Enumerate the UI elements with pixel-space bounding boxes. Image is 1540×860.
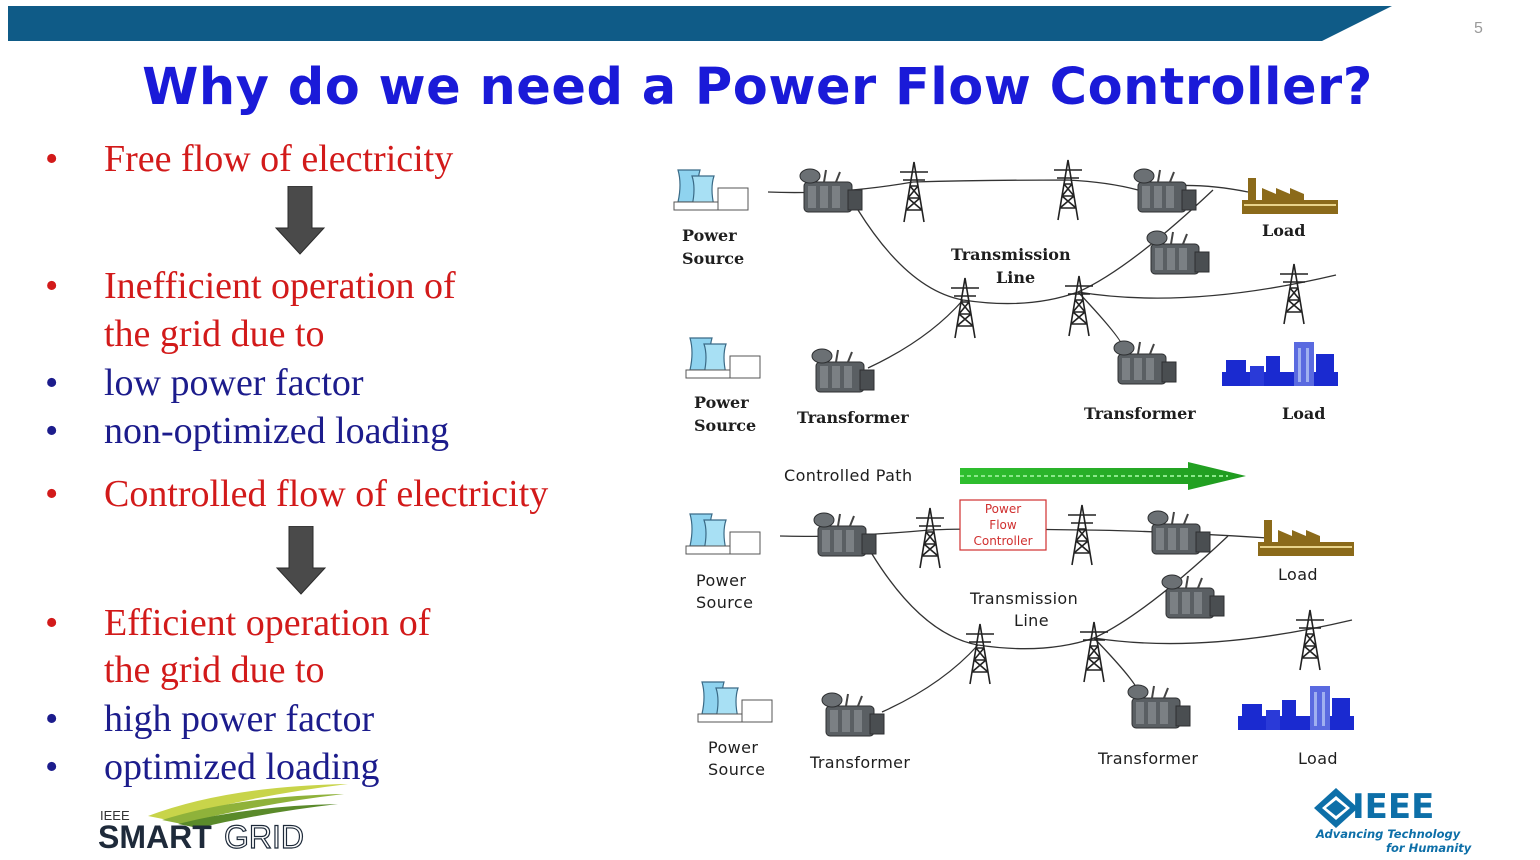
transformer-icon	[1146, 230, 1210, 275]
transmission-tower-icon	[1053, 159, 1083, 221]
transformer-icon	[1127, 684, 1191, 729]
transformer-icon	[1133, 168, 1197, 213]
svg-text:IEEE: IEEE	[1352, 787, 1434, 827]
power-plant-icon	[685, 337, 761, 379]
transmission-tower-icon	[915, 507, 945, 569]
label-transformer: Transformer	[1097, 749, 1198, 768]
label-line: Line	[1014, 611, 1049, 630]
transformer-icon	[811, 348, 875, 393]
slide-title: Why do we need a Power Flow Controller?	[142, 58, 1373, 117]
transmission-tower-icon	[1295, 609, 1325, 671]
transformer-icon	[1147, 510, 1211, 555]
ieee-smartgrid-logo: IEEE SMART GRID	[98, 784, 348, 854]
transmission-tower-icon	[1067, 504, 1097, 566]
label-line: Line	[996, 268, 1035, 287]
transformer-icon	[813, 512, 877, 557]
power-flow-controller-box	[959, 499, 1047, 551]
city-load-icon	[1222, 342, 1338, 386]
city-load-icon	[1238, 686, 1354, 730]
label-transformer: Transformer	[797, 408, 909, 427]
transformer-icon	[821, 692, 885, 737]
transformer-icon	[799, 168, 863, 213]
label-power-source: Power	[682, 226, 737, 245]
label-load: Load	[1262, 221, 1305, 240]
label-power-source: Source	[682, 249, 744, 268]
bullet-efficient-continuation: the grid due to	[104, 649, 325, 691]
power-grid-diagram: Power Source Transmission Line Load Powe…	[673, 159, 1354, 779]
label-load: Load	[1278, 565, 1318, 584]
svg-text:Advancing Technology: Advancing Technology	[1315, 827, 1461, 841]
svg-text:IEEE: IEEE	[100, 808, 130, 823]
transmission-tower-icon	[1279, 263, 1309, 325]
slide-number: 5	[1474, 20, 1483, 37]
label-controlled-path: Controlled Path	[784, 466, 913, 485]
factory-load-icon	[1258, 520, 1354, 556]
label-power-source: Source	[694, 416, 756, 435]
svg-text:for Humanity: for Humanity	[1386, 841, 1472, 855]
power-plant-icon	[685, 513, 761, 555]
label-power-source: Power	[696, 571, 746, 590]
factory-load-icon	[1242, 178, 1338, 214]
transmission-tower-icon	[1064, 275, 1094, 337]
svg-text:SMART: SMART	[98, 819, 212, 854]
label-transmission: Transmission	[951, 245, 1071, 264]
label-power-source: Source	[708, 760, 765, 779]
label-power-source: Power	[694, 393, 749, 412]
pfc-label: Flow	[989, 518, 1017, 532]
label-load: Load	[1298, 749, 1338, 768]
pfc-label: Power	[985, 502, 1021, 516]
label-transmission: Transmission	[969, 589, 1078, 608]
label-power-source: Power	[708, 738, 758, 757]
transmission-tower-icon	[899, 161, 929, 223]
transformer-icon	[1161, 574, 1225, 619]
top-banner	[8, 6, 1392, 41]
ieee-logo: IEEE Advancing Technology for Humanity	[1314, 787, 1472, 855]
down-arrow-icon	[275, 526, 327, 595]
label-power-source: Source	[696, 593, 753, 612]
down-arrow-icon	[274, 186, 326, 255]
label-transformer: Transformer	[1084, 404, 1196, 423]
power-plant-icon	[697, 681, 773, 723]
bottom-grid: Power Flow Controller Power Source Trans…	[685, 499, 1354, 779]
bullet-inefficient-continuation: the grid due to	[104, 313, 325, 355]
pfc-label: Controller	[973, 534, 1032, 548]
transformer-icon	[1113, 340, 1177, 385]
transmission-tower-icon	[1079, 621, 1109, 683]
power-plant-icon	[673, 169, 749, 211]
label-transformer: Transformer	[809, 753, 910, 772]
top-grid: Power Source Transmission Line Load Powe…	[673, 159, 1338, 435]
svg-text:GRID: GRID	[224, 819, 304, 854]
label-load: Load	[1282, 404, 1325, 423]
